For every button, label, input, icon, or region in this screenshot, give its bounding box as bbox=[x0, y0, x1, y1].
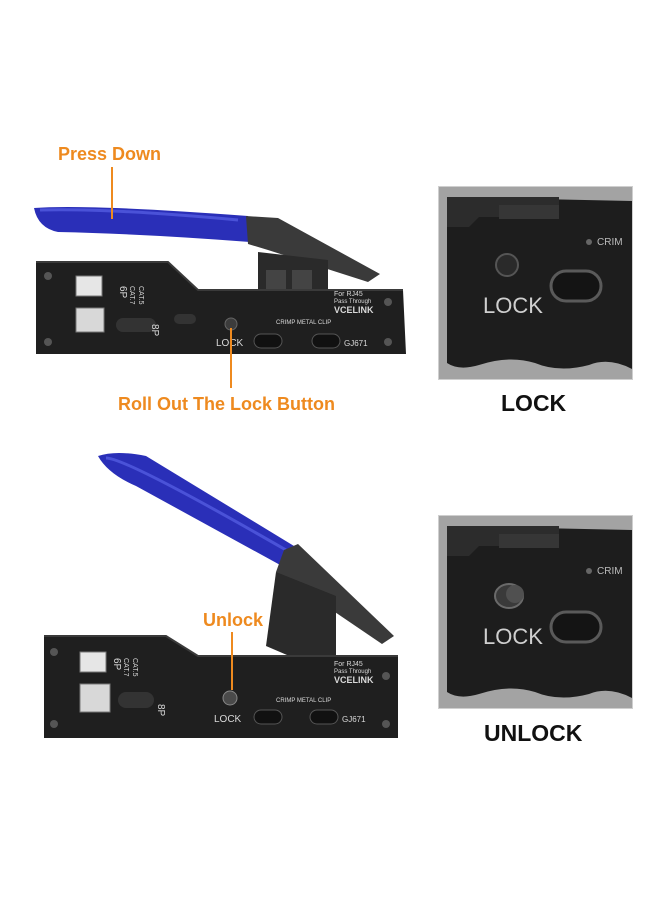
label-model: GJ671 bbox=[344, 339, 368, 348]
closeup-crim-label-2: CRIM bbox=[597, 566, 623, 577]
label-cat7-2: CAT.7 bbox=[122, 658, 129, 677]
upper-arm bbox=[246, 216, 380, 282]
closeup-unlock-photo: LOCK CRIM bbox=[438, 515, 633, 709]
closeup-lock-label-2: LOCK bbox=[483, 624, 543, 649]
callout-unlock-line bbox=[231, 632, 233, 690]
label-cat7: CAT.7 bbox=[128, 286, 135, 305]
callout-unlock: Unlock bbox=[203, 610, 264, 630]
label-for-rj45-2: For RJ45 bbox=[334, 661, 363, 668]
label-crimp-clip-2: CRIMP METAL CLIP bbox=[276, 698, 331, 704]
lock-button-extended bbox=[222, 690, 238, 706]
label-brand: VCELINK bbox=[334, 305, 374, 315]
label-pass-through: Pass Through bbox=[334, 299, 371, 305]
closeup-lock-photo: LOCK CRIM bbox=[438, 186, 633, 380]
callout-press-down-line bbox=[111, 167, 113, 219]
label-pass-through-2: Pass Through bbox=[334, 669, 371, 675]
label-brand-2: VCELINK bbox=[334, 675, 374, 685]
lock-knob-retracted bbox=[495, 253, 519, 277]
blue-handle-raised bbox=[98, 453, 294, 566]
label-crimp-clip: CRIMP METAL CLIP bbox=[276, 320, 331, 326]
label-for-rj45: For RJ45 bbox=[334, 291, 363, 298]
label-cat5: CAT.5 bbox=[137, 286, 144, 305]
closeup-crim-label: CRIM bbox=[597, 237, 623, 248]
label-8p-2: 8P bbox=[155, 704, 166, 717]
tool-unlocked-illustration: 6P CAT.7 CAT.5 8P For RJ45 Pass Through … bbox=[36, 446, 416, 746]
tool-locked-illustration: 6P CAT.7 CAT.5 8P For RJ45 Pass Through … bbox=[28, 190, 418, 370]
callout-press-down: Press Down bbox=[58, 144, 162, 164]
label-6p: 6P bbox=[117, 286, 128, 299]
label-8p: 8P bbox=[149, 324, 160, 337]
callout-roll-out-line bbox=[230, 328, 232, 388]
label-lock: LOCK bbox=[216, 338, 244, 349]
label-model-2: GJ671 bbox=[342, 715, 366, 724]
label-cat5-2: CAT.5 bbox=[131, 658, 138, 677]
tool-body-2 bbox=[44, 636, 398, 738]
label-6p-2: 6P bbox=[111, 658, 122, 671]
label-lock-2: LOCK bbox=[214, 714, 242, 725]
callout-roll-out: Roll Out The Lock Button bbox=[118, 394, 335, 414]
upper-arm-raised bbox=[276, 544, 394, 644]
caption-lock: LOCK bbox=[501, 390, 567, 416]
closeup-lock-label: LOCK bbox=[483, 293, 543, 318]
caption-unlock: UNLOCK bbox=[484, 720, 583, 746]
